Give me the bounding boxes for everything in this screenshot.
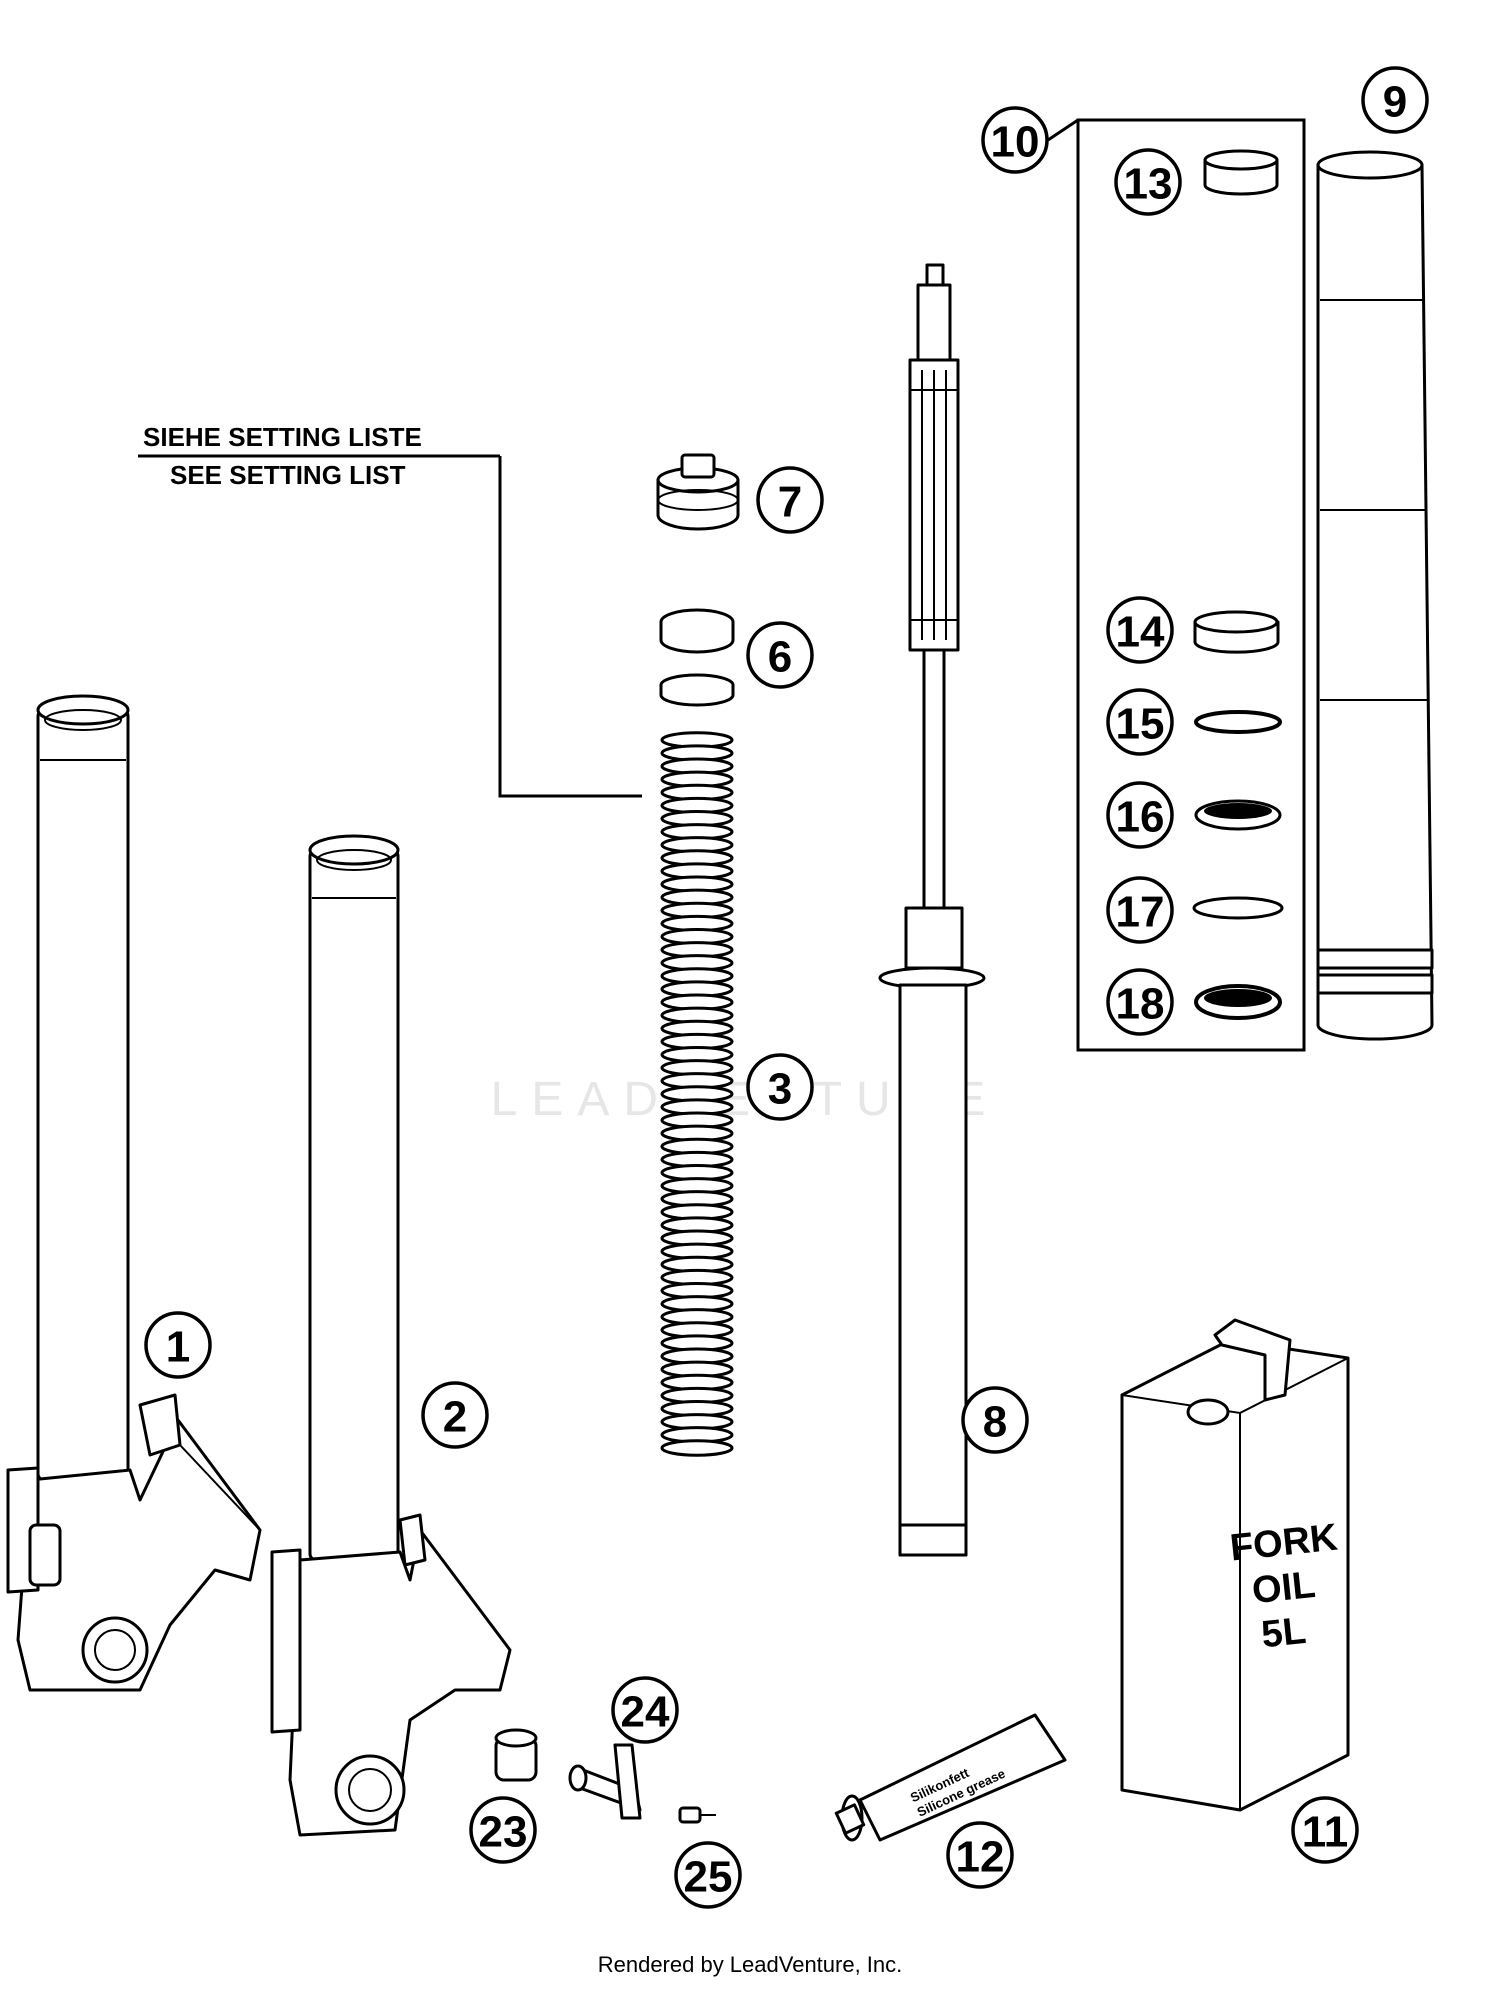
part-24-bleeder [568,1743,642,1820]
fork-leg-right [270,834,512,1837]
callout-18: 18 [1106,968,1174,1036]
callout-number: 14 [1116,608,1165,657]
callout-number: 23 [479,1808,528,1857]
callout-1: 1 [144,1311,212,1379]
fork-spring [660,731,734,1457]
callout-number: 18 [1116,980,1165,1029]
callout-number: 7 [778,478,802,527]
fork-leg-left [6,694,262,1692]
callout-16: 16 [1106,781,1174,849]
callout-number: 17 [1116,888,1165,937]
setting-note: SIEHE SETTING LISTE SEE SETTING LIST [138,422,642,798]
callout-number: 24 [621,1688,670,1737]
circlip-17 [1192,896,1284,920]
callout-9: 9 [1361,66,1429,134]
silicone-grease-tube: Silikonfett Silicone grease [834,1713,1067,1842]
oil-can-label-line2: OIL [1250,1564,1317,1612]
callout-number: 13 [1124,160,1173,209]
callout-7: 7 [756,466,824,534]
callout-number: 9 [1383,78,1407,127]
spring-coil [660,1439,734,1457]
damper-cartridge [878,263,986,1557]
callout-2: 2 [421,1381,489,1449]
spring-spacers [659,608,735,707]
callout-17: 17 [1106,876,1174,944]
seal-16 [1194,799,1282,831]
dust-seal-18 [1194,984,1282,1020]
o-ring-15 [1194,710,1282,734]
callout-number: 3 [768,1065,792,1114]
callout-number: 25 [684,1853,733,1902]
callout-25: 25 [674,1841,742,1909]
callout-10: 10 [981,106,1049,174]
part-23-bush [494,1728,538,1782]
callout-number: 15 [1116,700,1165,749]
callout-24: 24 [611,1676,679,1744]
callout-number: 10 [991,118,1040,167]
callout-12: 12 [946,1821,1014,1889]
seal-kit-box [1047,118,1306,1052]
footer-credit: Rendered by LeadVenture, Inc. [598,1952,903,1977]
callout-13: 13 [1114,148,1182,216]
oil-can-label-line3: 5L [1259,1610,1308,1656]
callout-14: 14 [1106,596,1174,664]
callout-8: 8 [961,1386,1029,1454]
inner-tube [1316,150,1434,1041]
callout-number: 11 [1302,1808,1349,1857]
callout-number: 1 [166,1323,190,1372]
callout-number: 8 [983,1398,1007,1447]
part-25-screw [678,1806,716,1824]
callout-15: 15 [1106,688,1174,756]
setting-note-de: SIEHE SETTING LISTE [143,422,422,452]
callout-number: 12 [956,1833,1005,1882]
callout-6: 6 [746,621,814,689]
callout-number: 2 [443,1393,467,1442]
bushing-13 [1203,149,1279,196]
callout-number: 16 [1116,793,1165,842]
setting-note-en: SEE SETTING LIST [170,460,406,490]
fork-oil-can: FORK OIL 5L [1120,1318,1350,1812]
callout-23: 23 [469,1796,537,1864]
callout-3: 3 [746,1053,814,1121]
callout-11: 11 [1291,1796,1359,1864]
fork-cap [656,453,740,531]
callout-number: 6 [768,633,792,682]
bushing-14 [1193,610,1280,654]
